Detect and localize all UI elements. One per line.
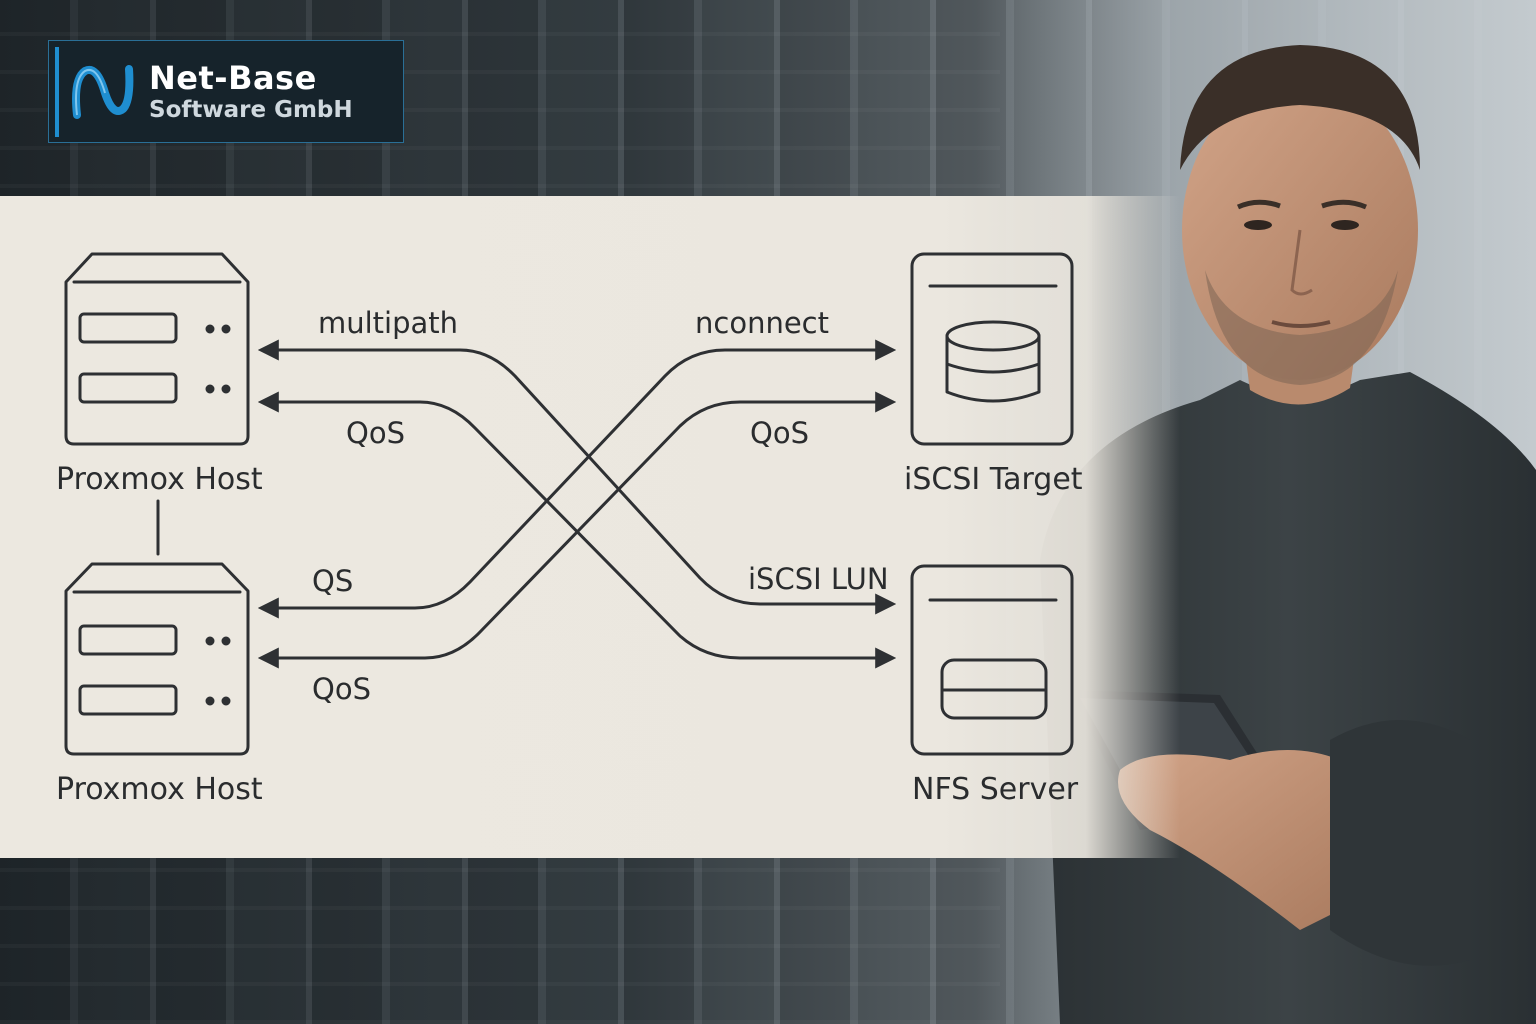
edge-label-qos: QoS bbox=[346, 416, 405, 450]
edge-label-multipath: multipath bbox=[318, 306, 459, 340]
node-label-iscsi-target: iSCSI Target bbox=[904, 462, 1083, 497]
edge-label-iscsi-lun: iSCSI LUN bbox=[748, 562, 889, 596]
edge-label-qos: QoS bbox=[750, 416, 809, 450]
connection-lines bbox=[257, 339, 897, 669]
edge-label-qos: QoS bbox=[312, 672, 371, 706]
node-label-proxmox-host: Proxmox Host bbox=[56, 462, 263, 497]
edge-label-nconnect: nconnect bbox=[695, 306, 829, 340]
logo-n-icon bbox=[72, 65, 134, 119]
logo-accent-bar bbox=[55, 47, 59, 137]
storage-network-diagram: multipath QoS nconnect QoS QS QoS iSCSI … bbox=[0, 196, 1180, 858]
logo-subtitle: Software GmbH bbox=[149, 97, 353, 123]
server-icon bbox=[64, 252, 250, 446]
node-label-proxmox-host: Proxmox Host bbox=[56, 772, 263, 807]
storage-icon bbox=[910, 564, 1074, 756]
company-logo: Net-Base Software GmbH bbox=[48, 40, 404, 143]
edge-label-qs: QS bbox=[312, 564, 354, 598]
logo-title: Net-Base bbox=[149, 59, 317, 97]
server-icon bbox=[64, 562, 250, 756]
node-label-nfs-server: NFS Server bbox=[912, 772, 1079, 807]
storage-icon bbox=[910, 252, 1074, 446]
